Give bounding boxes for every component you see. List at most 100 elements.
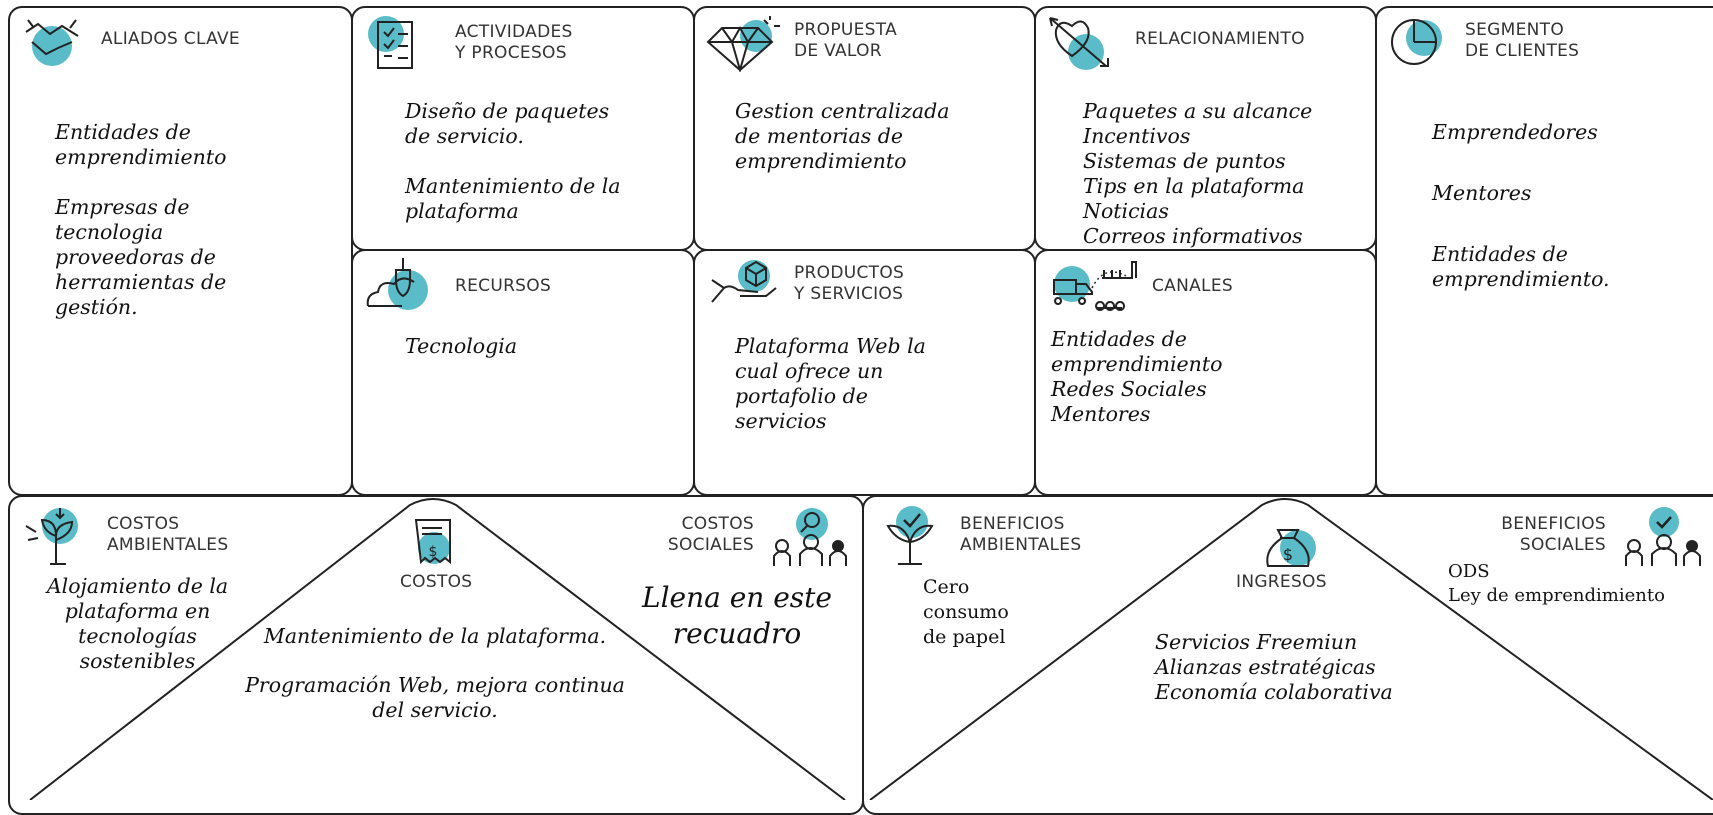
propuesta-text: Gestion centralizada de mentorias de emp… [735,99,949,174]
beneficios-sociales-line: Ley de emprendimiento [1448,585,1665,606]
propuesta-title-2: DE VALOR [794,41,882,61]
aliados-line: gestión. [55,295,138,319]
beneficios-sociales-title-2: SOCIALES [1519,535,1606,555]
canales-line: Mentores [1051,402,1151,426]
costos-sociales-text: Llena en este recuadro [622,580,852,652]
pie-chart-icon [1388,16,1450,68]
canales-line: emprendimiento [1051,352,1223,376]
costos-triangle [29,498,846,800]
propuesta-title-1: PROPUESTA [794,20,898,40]
costos-sociales-title-1: COSTOS [681,514,754,534]
productos-title-1: PRODUCTOS [794,263,905,283]
relacionamiento-line: Noticias [1083,199,1169,223]
receipt-icon: $ [406,516,460,566]
costos-ambientales-line: sostenibles [79,649,196,673]
costos-sociales-title: COSTOS SOCIALES [650,514,754,556]
productos-line: portafolio de [735,384,868,408]
productos-line: cual ofrece un [735,359,884,383]
propuesta-line: emprendimiento [735,149,907,173]
relacionamiento-line: Paquetes a su alcance [1083,99,1313,123]
people-search-icon [768,504,854,568]
aliados-line: proveedoras de [55,245,216,269]
canales-text: Entidades de emprendimiento Redes Social… [1051,327,1222,427]
svg-text:$: $ [1283,545,1293,564]
segmento-line: Mentores [1432,181,1532,205]
costos-ambientales-title-1: COSTOS [107,514,180,534]
productos-line: servicios [735,409,827,433]
actividades-block [351,6,695,251]
relacionamiento-title: RELACIONAMIENTO [1135,29,1305,49]
ingresos-line: Economía colaborativa [1155,680,1393,704]
canales-line: Entidades de [1051,327,1187,351]
recursos-title: RECURSOS [455,276,552,296]
diamond-icon [704,16,784,72]
relacionamiento-line: Correos informativos [1083,224,1303,248]
beneficios-sociales-text: ODS Ley de emprendimiento [1448,560,1665,608]
relacionamiento-text: Paquetes a su alcance Incentivos Sistema… [1083,99,1312,249]
handshake-icon [22,14,82,68]
costos-title: COSTOS [400,572,473,592]
propuesta-line: de mentorias de [735,124,903,148]
beneficios-ambientales-title-2: AMBIENTALES [960,535,1082,555]
segmento-line: Entidades de [1432,242,1568,266]
money-bag-icon: $ [1258,518,1320,574]
costos-sociales-placeholder-1: Llena en este [641,581,832,614]
propuesta-title: PROPUESTA DE VALOR [794,20,897,62]
segmento-title: SEGMENTO DE CLIENTES [1465,20,1579,62]
aliados-text: Entidades de emprendimiento Empresas de … [55,120,226,320]
aliados-title: ALIADOS CLAVE [101,29,240,49]
actividades-title-2: Y PROCESOS [455,43,567,63]
truck-factory-icon [1046,258,1138,316]
ingresos-text: Servicios Freemiun Alianzas estratégicas… [1155,630,1393,705]
recursos-text: Tecnologia [405,334,517,359]
aliados-line: Empresas de [55,195,190,219]
productos-line: Plataforma Web la [735,334,926,358]
productos-text: Plataforma Web la cual ofrece un portafo… [735,334,926,434]
cloud-shield-icon [362,256,438,318]
costos-ambientales-line: Alojamiento de la [46,574,229,598]
beneficios-sociales-line: ODS [1448,561,1490,582]
costos-text: Mantenimiento de la plataforma. Programa… [230,624,640,723]
relacionamiento-line: Incentivos [1083,124,1191,148]
beneficios-ambientales-text: Cero consumo de papel [923,575,1009,650]
costos-sociales-placeholder-2: recuadro [672,617,802,650]
aliados-line: tecnologia [55,220,164,244]
relacionamiento-line: Tips en la plataforma [1083,174,1305,198]
segmento-block [1375,6,1713,496]
actividades-line: de servicio. [405,124,524,148]
beneficios-ambientales-line: Cero [923,576,970,598]
relacionamiento-line: Sistemas de puntos [1083,149,1286,173]
productos-title: PRODUCTOS Y SERVICIOS [794,263,904,305]
beneficios-ambientales-title: BENEFICIOS AMBIENTALES [960,514,1081,556]
aliados-line: Entidades de [55,120,191,144]
actividades-title-1: ACTIVIDADES [455,22,573,42]
costos-ambientales-title-2: AMBIENTALES [107,535,229,555]
costos-sociales-title-2: SOCIALES [667,535,754,555]
heart-arrow-icon [1046,12,1122,72]
ingresos-title: INGRESOS [1236,572,1327,592]
canales-title: CANALES [1152,276,1233,296]
segmento-line: Emprendedores [1432,120,1598,144]
aliados-clave-block [8,6,353,496]
actividades-line: Mantenimiento de la [405,174,621,198]
hand-box-icon [710,258,782,308]
segmento-title-2: DE CLIENTES [1465,41,1580,61]
costos-line: del servicio. [372,698,498,722]
ingresos-line: Servicios Freemiun [1155,630,1358,654]
costos-ambientales-line: plataforma en [64,599,211,623]
propuesta-line: Gestion centralizada [735,99,950,123]
beneficios-ambientales-line: consumo [923,601,1009,623]
canales-line: Redes Sociales [1051,377,1207,401]
actividades-text: Diseño de paquetes de servicio. Mantenim… [405,99,621,224]
productos-title-2: Y SERVICIOS [794,284,904,304]
costos-line: Programación Web, mejora continua [245,673,625,697]
beneficios-sociales-title: BENEFICIOS SOCIALES [1470,514,1606,556]
aliados-line: emprendimiento [55,145,227,169]
segmento-line: emprendimiento. [1432,267,1610,291]
plant-check-icon [878,502,942,566]
actividades-title: ACTIVIDADES Y PROCESOS [455,22,573,64]
people-check-icon [1622,504,1706,568]
costos-ambientales-title: COSTOS AMBIENTALES [107,514,228,556]
plant-arrows-icon [20,504,88,566]
